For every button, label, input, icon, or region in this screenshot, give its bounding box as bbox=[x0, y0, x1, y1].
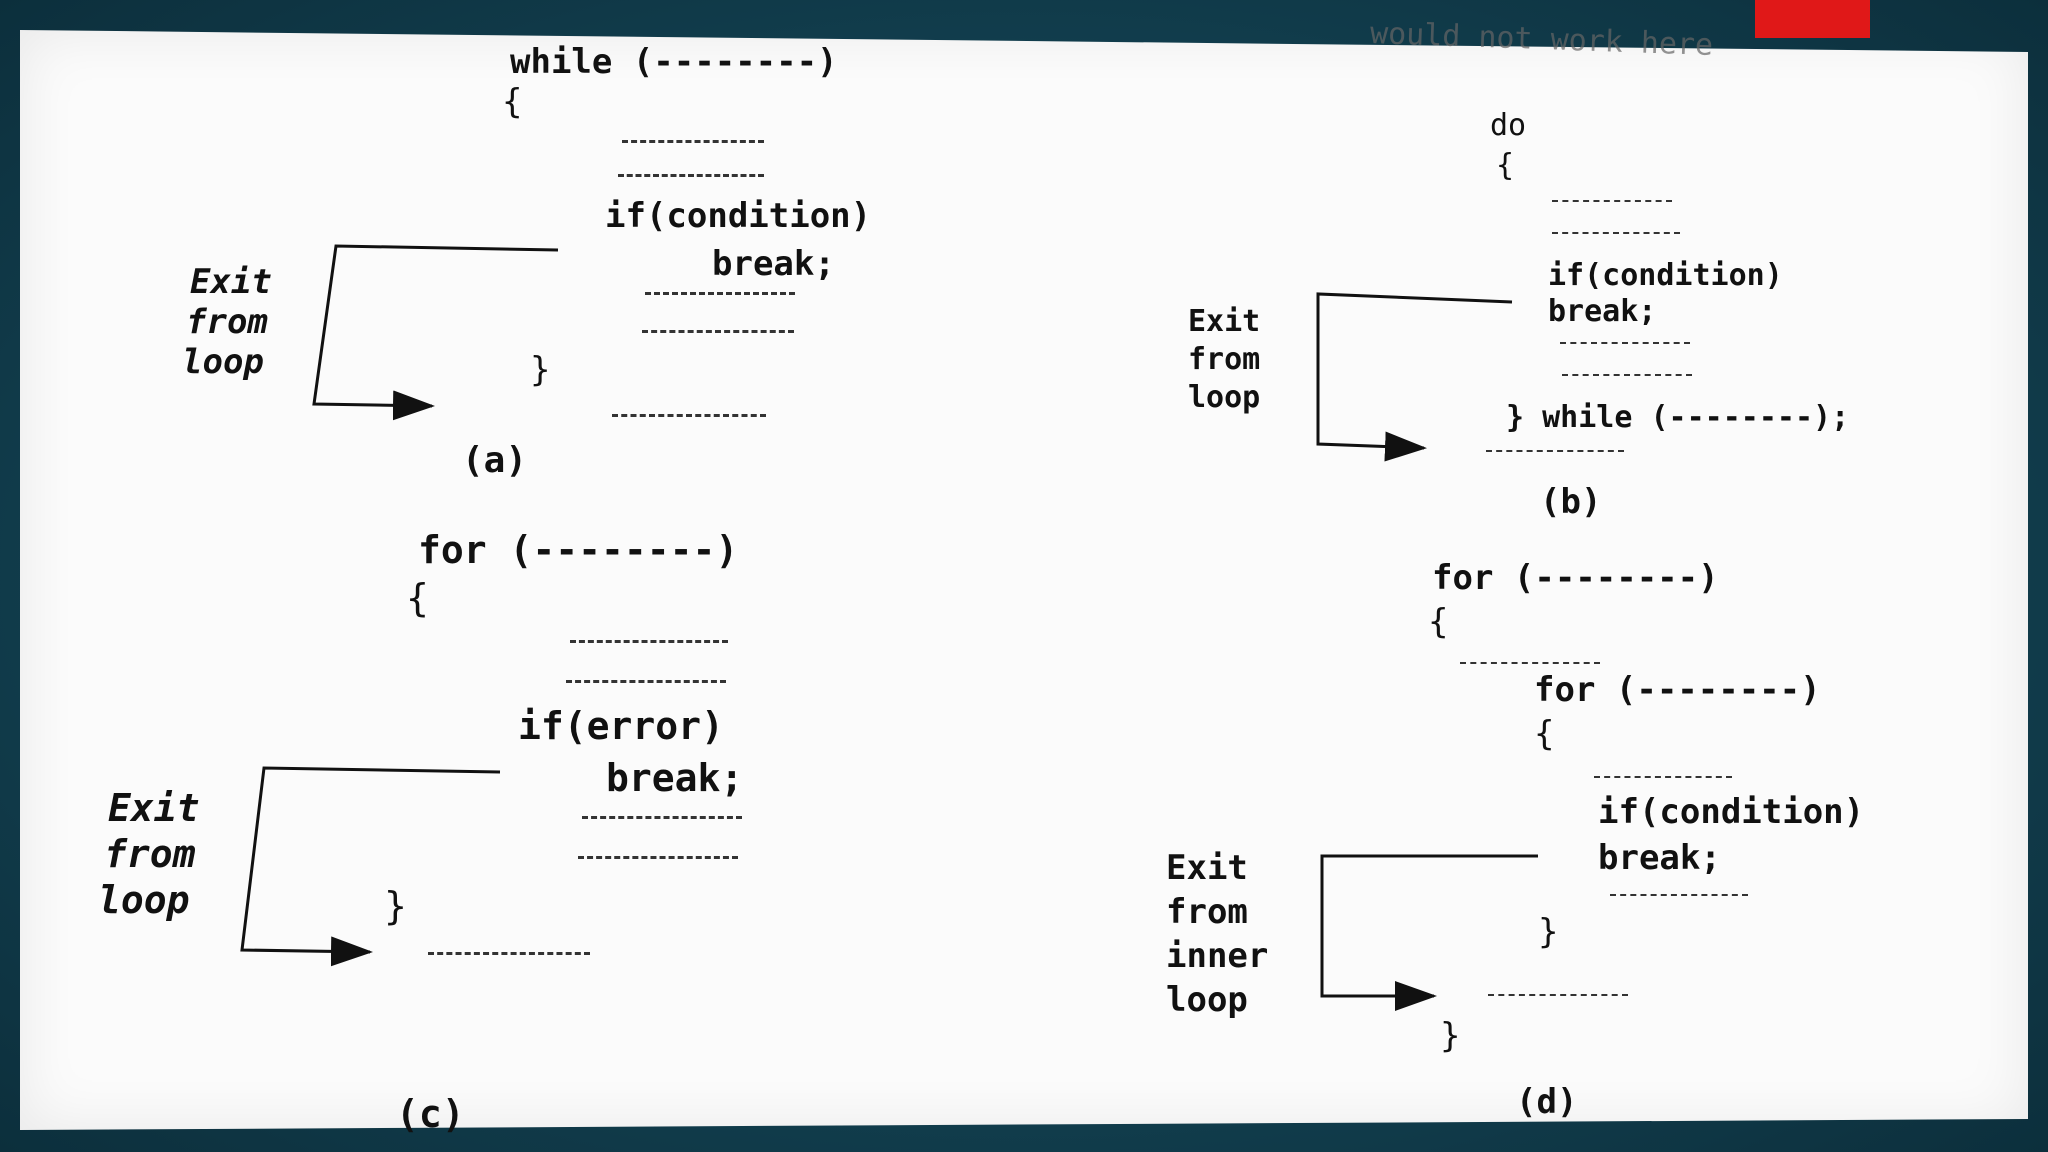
d-exit-label-3: inner bbox=[1166, 936, 1269, 976]
b-caption: (b) bbox=[1540, 482, 1602, 522]
c-if-error: if(error) bbox=[518, 704, 724, 748]
a-break: break; bbox=[712, 244, 835, 284]
b-close-while: } while (--------); bbox=[1506, 400, 1850, 435]
c-caption: (c) bbox=[396, 1092, 465, 1136]
b-do-line: do bbox=[1490, 108, 1527, 143]
d-outer-close-brace: } bbox=[1440, 1016, 1461, 1056]
c-open-brace: { bbox=[406, 576, 429, 620]
c-stmt-2 bbox=[566, 680, 726, 683]
a-stmt-1 bbox=[622, 140, 764, 143]
c-exit-arrow bbox=[240, 766, 501, 967]
d-if-condition: if(condition) bbox=[1598, 792, 1865, 832]
b-exit-label-2: from bbox=[1188, 342, 1261, 377]
d-inner-for-header: for (--------) bbox=[1534, 670, 1821, 710]
b-open-brace: { bbox=[1496, 148, 1515, 183]
a-close-brace: } bbox=[530, 350, 551, 390]
d-exit-label-2: from bbox=[1166, 892, 1248, 932]
b-stmt-3 bbox=[1560, 342, 1690, 344]
a-caption: (a) bbox=[462, 440, 528, 481]
a-if-condition: if(condition) bbox=[605, 196, 872, 236]
b-stmt-2 bbox=[1552, 232, 1680, 234]
d-break: break; bbox=[1598, 838, 1721, 878]
a-exit-arrow bbox=[312, 244, 559, 421]
c-exit-label-1: Exit bbox=[108, 786, 200, 830]
c-close-brace: } bbox=[384, 884, 407, 928]
c-stmt-4 bbox=[578, 856, 738, 859]
b-exit-arrow bbox=[1316, 292, 1513, 462]
d-outer-stmt bbox=[1460, 662, 1600, 664]
d-exit-label-1: Exit bbox=[1166, 848, 1248, 888]
d-outer-stmt-after bbox=[1488, 994, 1628, 996]
a-open-brace: { bbox=[502, 82, 523, 122]
b-if-condition: if(condition) bbox=[1548, 258, 1783, 293]
c-for-header: for (--------) bbox=[418, 528, 739, 572]
b-stmt-4 bbox=[1562, 374, 1692, 376]
d-inner-stmt-1 bbox=[1594, 776, 1732, 778]
c-break: break; bbox=[606, 756, 744, 800]
d-caption: (d) bbox=[1516, 1082, 1578, 1122]
d-outer-open-brace: { bbox=[1428, 602, 1449, 642]
d-exit-arrow bbox=[1320, 854, 1538, 1011]
b-stmt-after bbox=[1486, 450, 1624, 452]
c-stmt-after bbox=[428, 952, 590, 955]
d-inner-open-brace: { bbox=[1534, 714, 1555, 754]
a-stmt-after bbox=[612, 414, 766, 417]
c-stmt-1 bbox=[570, 640, 728, 643]
a-stmt-4 bbox=[642, 330, 794, 333]
b-break: break; bbox=[1548, 294, 1657, 329]
a-exit-label-3: loop bbox=[182, 342, 264, 382]
red-corner-tab bbox=[1755, 0, 1870, 38]
d-inner-stmt-2 bbox=[1610, 894, 1748, 896]
a-exit-label-1: Exit bbox=[190, 262, 272, 302]
c-exit-label-3: loop bbox=[98, 878, 190, 922]
d-outer-for-header: for (--------) bbox=[1432, 558, 1719, 598]
d-exit-label-4: loop bbox=[1166, 980, 1248, 1020]
d-inner-close-brace: } bbox=[1538, 912, 1559, 952]
b-stmt-1 bbox=[1552, 200, 1672, 202]
b-exit-label-1: Exit bbox=[1188, 304, 1261, 339]
a-while-header: while (--------) bbox=[510, 42, 838, 82]
a-stmt-3 bbox=[645, 292, 795, 295]
a-stmt-2 bbox=[618, 174, 764, 177]
c-exit-label-2: from bbox=[104, 832, 196, 876]
b-exit-label-3: loop bbox=[1188, 380, 1261, 415]
a-exit-label-2: from bbox=[186, 302, 268, 342]
c-stmt-3 bbox=[582, 816, 742, 819]
